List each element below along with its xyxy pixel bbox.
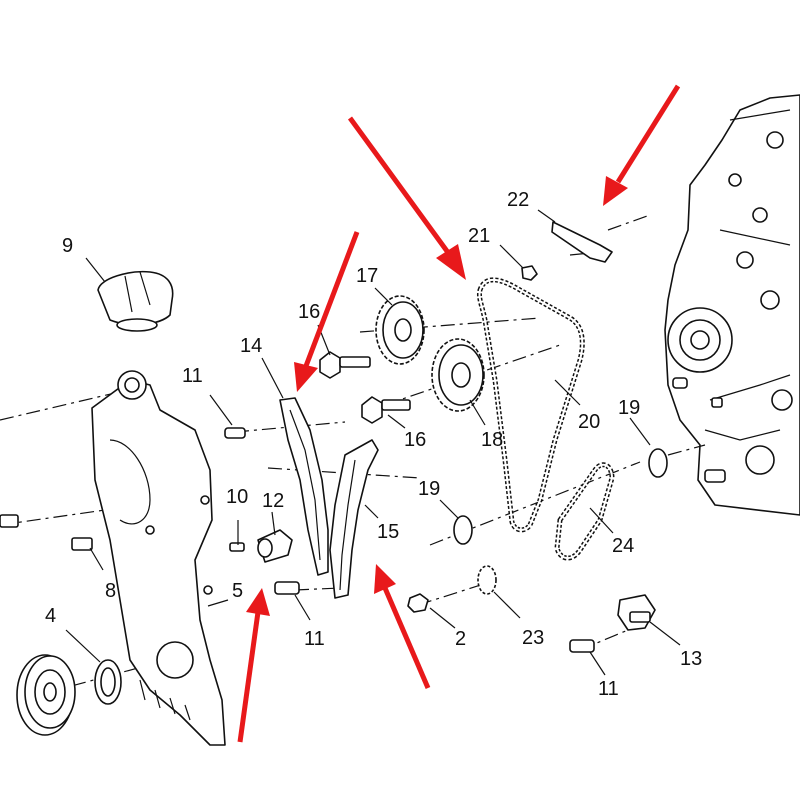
timing-cover bbox=[91, 370, 226, 746]
callout-17: 17 bbox=[356, 265, 378, 287]
arrow-top-right-head bbox=[603, 176, 628, 206]
chain-guide-15 bbox=[329, 439, 379, 599]
callout-19b: 19 bbox=[418, 478, 440, 500]
crank-sprocket-23 bbox=[477, 565, 497, 595]
sprocket-19-upper bbox=[648, 448, 668, 478]
callout-11b: 11 bbox=[304, 628, 325, 650]
crank-pulley bbox=[16, 654, 76, 736]
callout-20: 20 bbox=[578, 411, 600, 433]
cover-bolts bbox=[0, 265, 595, 653]
callout-19a: 19 bbox=[618, 397, 640, 419]
crank-seal bbox=[94, 659, 122, 705]
arrow-top-right bbox=[615, 84, 681, 184]
arrow-bottom-left bbox=[237, 611, 261, 743]
balance-chain-24 bbox=[554, 462, 615, 561]
callout-4: 4 bbox=[45, 605, 56, 627]
tensioner-12 bbox=[257, 529, 293, 563]
arrow-guide-head bbox=[294, 362, 318, 392]
arrow-bottom-right-head bbox=[374, 564, 396, 594]
timing-chain-20 bbox=[477, 277, 585, 533]
callout-21: 21 bbox=[468, 225, 490, 247]
highlight-arrows bbox=[237, 84, 681, 743]
callout-15: 15 bbox=[377, 521, 399, 543]
chain-guide-14 bbox=[279, 397, 329, 576]
callout-24: 24 bbox=[612, 535, 634, 557]
callout-11c: 11 bbox=[598, 678, 619, 700]
callout-22: 22 bbox=[507, 189, 529, 211]
engine-block bbox=[664, 94, 800, 516]
callout-labels: 9 22 21 17 16 14 11 16 18 20 19 10 12 15… bbox=[45, 189, 702, 700]
camshaft-sprocket-17 bbox=[375, 295, 425, 365]
callout-16a: 16 bbox=[298, 301, 320, 323]
callout-16b: 16 bbox=[404, 429, 426, 451]
callout-14: 14 bbox=[240, 335, 262, 357]
callout-2: 2 bbox=[455, 628, 466, 650]
callout-11a: 11 bbox=[182, 365, 203, 387]
callout-9: 9 bbox=[62, 235, 73, 257]
arrow-top-center-head bbox=[436, 244, 466, 280]
sprocket-19-lower bbox=[453, 515, 473, 545]
arrow-guide bbox=[303, 231, 360, 367]
arrow-bottom-right bbox=[382, 587, 431, 689]
callout-23: 23 bbox=[522, 627, 544, 649]
callout-18: 18 bbox=[481, 429, 503, 451]
camshaft-sprocket-18 bbox=[431, 338, 485, 412]
callout-12: 12 bbox=[262, 490, 284, 512]
oil-filler-cap bbox=[97, 270, 174, 332]
tensioner-13 bbox=[617, 594, 656, 631]
camshaft-bolts bbox=[319, 351, 411, 424]
callout-13: 13 bbox=[680, 648, 702, 670]
arrow-bottom-left-head bbox=[246, 588, 270, 616]
arrow-top-center bbox=[347, 116, 455, 260]
callout-5: 5 bbox=[232, 580, 243, 602]
callout-10: 10 bbox=[226, 486, 248, 508]
bracket-22 bbox=[551, 221, 613, 263]
callout-8: 8 bbox=[105, 580, 116, 602]
